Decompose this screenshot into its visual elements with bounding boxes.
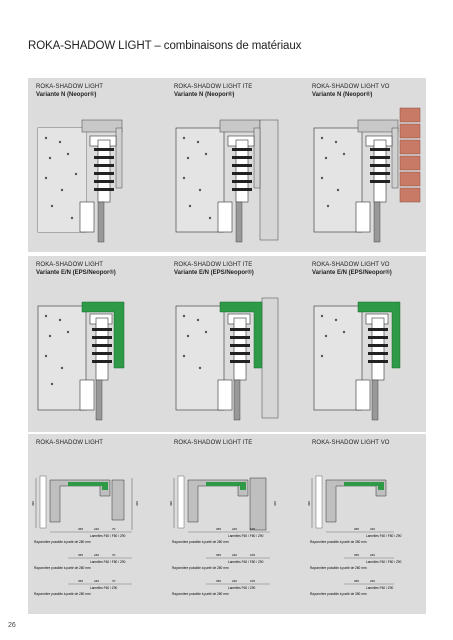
dim-label: Lamelles F60 / Z90 (228, 586, 256, 590)
page-title: ROKA-SHADOW LIGHT – combinaisons de maté… (28, 40, 302, 52)
dim-label: Lamelles F60 / F80 / Z90 (366, 560, 402, 564)
svg-text:365: 365 (78, 553, 83, 557)
svg-text:240: 240 (370, 553, 375, 557)
dim-note: Rayonnière possible à partir de 280 mm (34, 566, 91, 570)
svg-text:70: 70 (112, 527, 116, 531)
cell-variant: Variante N (Neopor®) (36, 92, 97, 98)
svg-text:365: 365 (78, 579, 83, 583)
cell-variant: Variante N (Neopor®) (174, 92, 235, 98)
svg-text:105: 105 (250, 579, 255, 583)
row1-block: ROKA-SHADOW LIGHT Variante N (Neopor®) R… (28, 78, 426, 252)
dim-note: Rayonnière possible à partir de 280 mm (310, 566, 367, 570)
section-drawing (37, 301, 125, 421)
section-drawing: 390 360 365 240 105 Lamelles F60 / F80 /… (169, 475, 277, 596)
dim-note: Rayonnière possible à partir de 280 mm (172, 540, 229, 544)
dim-label: Lamelles F60 / Z90 (90, 586, 118, 590)
svg-text:365: 365 (216, 553, 221, 557)
row2-block: ROKA-SHADOW LIGHT Variante E/N (EPS/Neop… (28, 256, 426, 432)
svg-text:365: 365 (354, 553, 359, 557)
svg-text:70: 70 (112, 579, 116, 583)
svg-text:240: 240 (94, 553, 99, 557)
cell-title: ROKA-SHADOW LIGHT (36, 84, 104, 90)
svg-text:105: 105 (250, 527, 255, 531)
svg-text:360: 360 (135, 501, 139, 506)
row2-cell-1: ROKA-SHADOW LIGHT Variante E/N (EPS/Neop… (28, 256, 150, 432)
dim-label: Lamelles F60 / F80 / Z90 (228, 534, 264, 538)
cell-variant: Variante E/N (EPS/Neopor®) (174, 270, 254, 276)
svg-text:70: 70 (112, 553, 116, 557)
svg-text:240: 240 (94, 527, 99, 531)
row1-cell-1: ROKA-SHADOW LIGHT Variante N (Neopor®) (28, 78, 150, 252)
dim-label: Lamelles F60 / F80 / Z90 (366, 534, 402, 538)
row3-cell-1: ROKA-SHADOW LIGHT 390 360 365 240 70 Lam… (28, 434, 150, 614)
dim-note: Rayonnière possible à partir de 280 mm (34, 592, 91, 596)
dim-label: Lamelles F60 / F80 / Z90 (90, 534, 126, 538)
svg-text:365: 365 (354, 527, 359, 531)
section-drawing (175, 119, 279, 243)
dim-note: Rayonnière possible à partir de 280 mm (34, 540, 91, 544)
svg-text:240: 240 (232, 579, 237, 583)
row2-cell-2: ROKA-SHADOW LIGHT ITE Variante E/N (EPS/… (166, 256, 288, 432)
row1-cell-2: ROKA-SHADOW LIGHT ITE Variante N (Neopor… (166, 78, 288, 252)
svg-text:360: 360 (273, 501, 277, 506)
svg-text:365: 365 (216, 527, 221, 531)
svg-text:365: 365 (216, 579, 221, 583)
dim-note: Rayonnière possible à partir de 280 mm (310, 592, 367, 596)
cell-variant: Variante E/N (EPS/Neopor®) (36, 270, 116, 276)
cell-variant: Variante N (Neopor®) (312, 92, 373, 98)
svg-text:240: 240 (370, 579, 375, 583)
section-drawing (175, 297, 279, 421)
cell-title: ROKA-SHADOW LIGHT (36, 440, 104, 446)
svg-text:365: 365 (354, 579, 359, 583)
dim-note: Rayonnière possible à partir de 280 mm (172, 566, 229, 570)
row2-cell-3: ROKA-SHADOW LIGHT VO Variante E/N (EPS/N… (304, 256, 426, 432)
dim-label: Lamelles F60 / F80 / Z90 (228, 560, 264, 564)
row3-block: ROKA-SHADOW LIGHT 390 360 365 240 70 Lam… (28, 434, 426, 614)
section-drawing (313, 107, 421, 243)
cell-title: ROKA-SHADOW LIGHT VO (312, 84, 390, 90)
cell-title: ROKA-SHADOW LIGHT VO (312, 262, 390, 268)
svg-text:240: 240 (232, 527, 237, 531)
dim-note: Rayonnière possible à partir de 280 mm (172, 592, 229, 596)
svg-text:365: 365 (78, 527, 83, 531)
page-number: 26 (8, 622, 16, 629)
row3-cell-2: ROKA-SHADOW LIGHT ITE 390 360 365 240 10… (166, 434, 288, 614)
svg-text:390: 390 (169, 501, 173, 506)
svg-text:105: 105 (250, 553, 255, 557)
cell-title: ROKA-SHADOW LIGHT ITE (174, 84, 253, 90)
cell-title: ROKA-SHADOW LIGHT ITE (174, 262, 253, 268)
section-drawing: 390 360 365 240 70 Lamelles F60 / F80 / … (31, 475, 139, 596)
section-drawing (313, 301, 401, 421)
row3-cell-3: ROKA-SHADOW LIGHT VO 390 365 240 Lamelle… (304, 434, 426, 614)
section-drawing: 390 365 240 Lamelles F60 / F80 / Z90 Ray… (307, 475, 402, 596)
cell-title: ROKA-SHADOW LIGHT ITE (174, 440, 253, 446)
row1-cell-3: ROKA-SHADOW LIGHT VO Variante N (Neopor®… (304, 78, 426, 252)
cell-variant: Variante E/N (EPS/Neopor®) (312, 270, 392, 276)
dim-note: Rayonnière possible à partir de 280 mm (310, 540, 367, 544)
svg-text:390: 390 (31, 501, 35, 506)
section-drawing (37, 119, 123, 243)
svg-text:240: 240 (232, 553, 237, 557)
svg-text:390: 390 (307, 501, 311, 506)
svg-text:240: 240 (370, 527, 375, 531)
cell-title: ROKA-SHADOW LIGHT (36, 262, 104, 268)
dim-label: Lamelles F60 / Z90 (366, 586, 394, 590)
svg-text:240: 240 (94, 579, 99, 583)
cell-title: ROKA-SHADOW LIGHT VO (312, 440, 390, 446)
dim-label: Lamelles F60 / F80 / Z90 (90, 560, 126, 564)
